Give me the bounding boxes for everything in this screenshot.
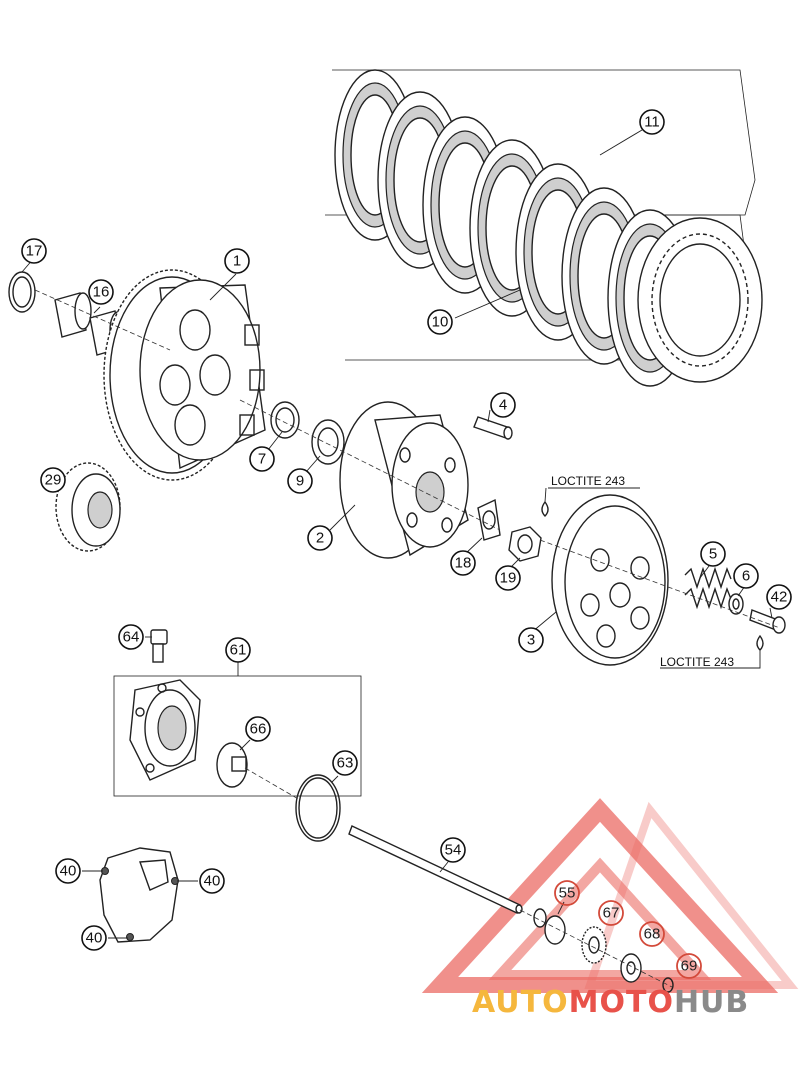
callout-64: 64 (118, 624, 144, 650)
callout-18: 18 (450, 550, 476, 576)
watermark-part3: HUB (674, 985, 749, 1020)
svg-text:66: 66 (250, 721, 267, 738)
svg-text:64: 64 (123, 629, 140, 646)
svg-text:40: 40 (204, 873, 221, 890)
callout-66: 66 (245, 716, 271, 742)
pressure-piece-55 (533, 908, 566, 945)
svg-text:17: 17 (26, 243, 43, 260)
cover-40 (99, 847, 179, 943)
svg-text:63: 63 (337, 755, 354, 772)
ring-17 (8, 271, 36, 313)
push-rod-54 (348, 825, 523, 914)
svg-text:7: 7 (258, 451, 266, 468)
washer-6 (728, 593, 744, 615)
loctite-note-top: LOCTITE 243 (551, 474, 625, 488)
assembly-axis-lines (34, 289, 781, 988)
callout-63: 63 (332, 750, 358, 776)
callout-3: 3 (518, 627, 544, 653)
callout-2: 2 (307, 525, 333, 551)
watermark-part1: AUTO (472, 985, 569, 1020)
ring-69 (662, 977, 674, 993)
lock-washer-7 (270, 401, 300, 439)
callout-10: 10 (427, 309, 453, 335)
svg-text:16: 16 (93, 284, 110, 301)
callout-5: 5 (700, 541, 726, 567)
svg-text:4: 4 (499, 397, 507, 414)
inner-hub-2 (339, 401, 469, 559)
callout-17: 17 (21, 238, 47, 264)
callout-67: 67 (598, 900, 624, 926)
svg-text:29: 29 (45, 472, 62, 489)
spring-5 (684, 566, 732, 610)
svg-text:40: 40 (86, 930, 103, 947)
svg-text:18: 18 (455, 555, 472, 572)
callout-69: 69 (676, 953, 702, 979)
callout-16: 16 (88, 279, 114, 305)
loctite-drop-top (541, 500, 549, 517)
pin-4 (473, 416, 513, 440)
callout-11: 11 (639, 109, 665, 135)
slave-cylinder-kit-61 (113, 675, 362, 797)
callout-40-bottom: 40 (81, 925, 107, 951)
screw-42 (749, 609, 786, 634)
svg-text:67: 67 (603, 905, 620, 922)
watermark-part2: MOTO (569, 985, 674, 1020)
svg-text:40: 40 (60, 863, 77, 880)
svg-text:3: 3 (527, 632, 535, 649)
svg-text:69: 69 (681, 958, 698, 975)
svg-text:2: 2 (316, 530, 324, 547)
watermark-text: AUTOMOTOHUB (472, 985, 749, 1020)
svg-text:11: 11 (644, 114, 660, 131)
steel-plate-front (637, 217, 763, 383)
svg-text:5: 5 (709, 546, 717, 563)
callout-54: 54 (440, 837, 466, 863)
callout-4: 4 (490, 392, 516, 418)
svg-text:6: 6 (742, 568, 750, 585)
svg-text:42: 42 (771, 589, 788, 606)
callout-19: 19 (495, 565, 521, 591)
svg-text:68: 68 (644, 926, 661, 943)
callout-40-left: 40 (55, 858, 81, 884)
callout-6: 6 (733, 563, 759, 589)
svg-text:1: 1 (233, 253, 241, 270)
svg-text:19: 19 (500, 570, 517, 587)
bolt-64 (150, 629, 168, 663)
callout-68: 68 (639, 921, 665, 947)
clutch-plate-stack (325, 69, 763, 387)
friction-plates (334, 69, 693, 387)
svg-text:9: 9 (296, 473, 304, 490)
callout-42: 42 (766, 584, 792, 610)
callout-1: 1 (224, 248, 250, 274)
washer-9 (311, 419, 345, 465)
callout-29: 29 (40, 467, 66, 493)
thrust-bearing-67 (581, 926, 607, 964)
leader-lines (21, 129, 773, 939)
callout-55: 55 (554, 880, 580, 906)
svg-text:10: 10 (432, 314, 449, 331)
pressure-plate-3 (551, 494, 669, 666)
loctite-note-bottom: LOCTITE 243 (660, 655, 734, 669)
o-ring-63 (295, 774, 341, 842)
nut-19 (508, 526, 542, 562)
svg-text:61: 61 (230, 642, 247, 659)
loctite-drop-bottom (756, 634, 764, 651)
callout-40-right: 40 (199, 868, 225, 894)
callout-9: 9 (287, 468, 313, 494)
washer-68 (620, 953, 642, 983)
clutch-basket-1 (103, 269, 266, 481)
svg-text:54: 54 (445, 842, 462, 859)
callout-61: 61 (225, 637, 251, 663)
svg-text:55: 55 (559, 885, 576, 902)
lock-washer-18 (477, 498, 501, 541)
callout-7: 7 (249, 446, 275, 472)
gear-29 (55, 462, 121, 552)
